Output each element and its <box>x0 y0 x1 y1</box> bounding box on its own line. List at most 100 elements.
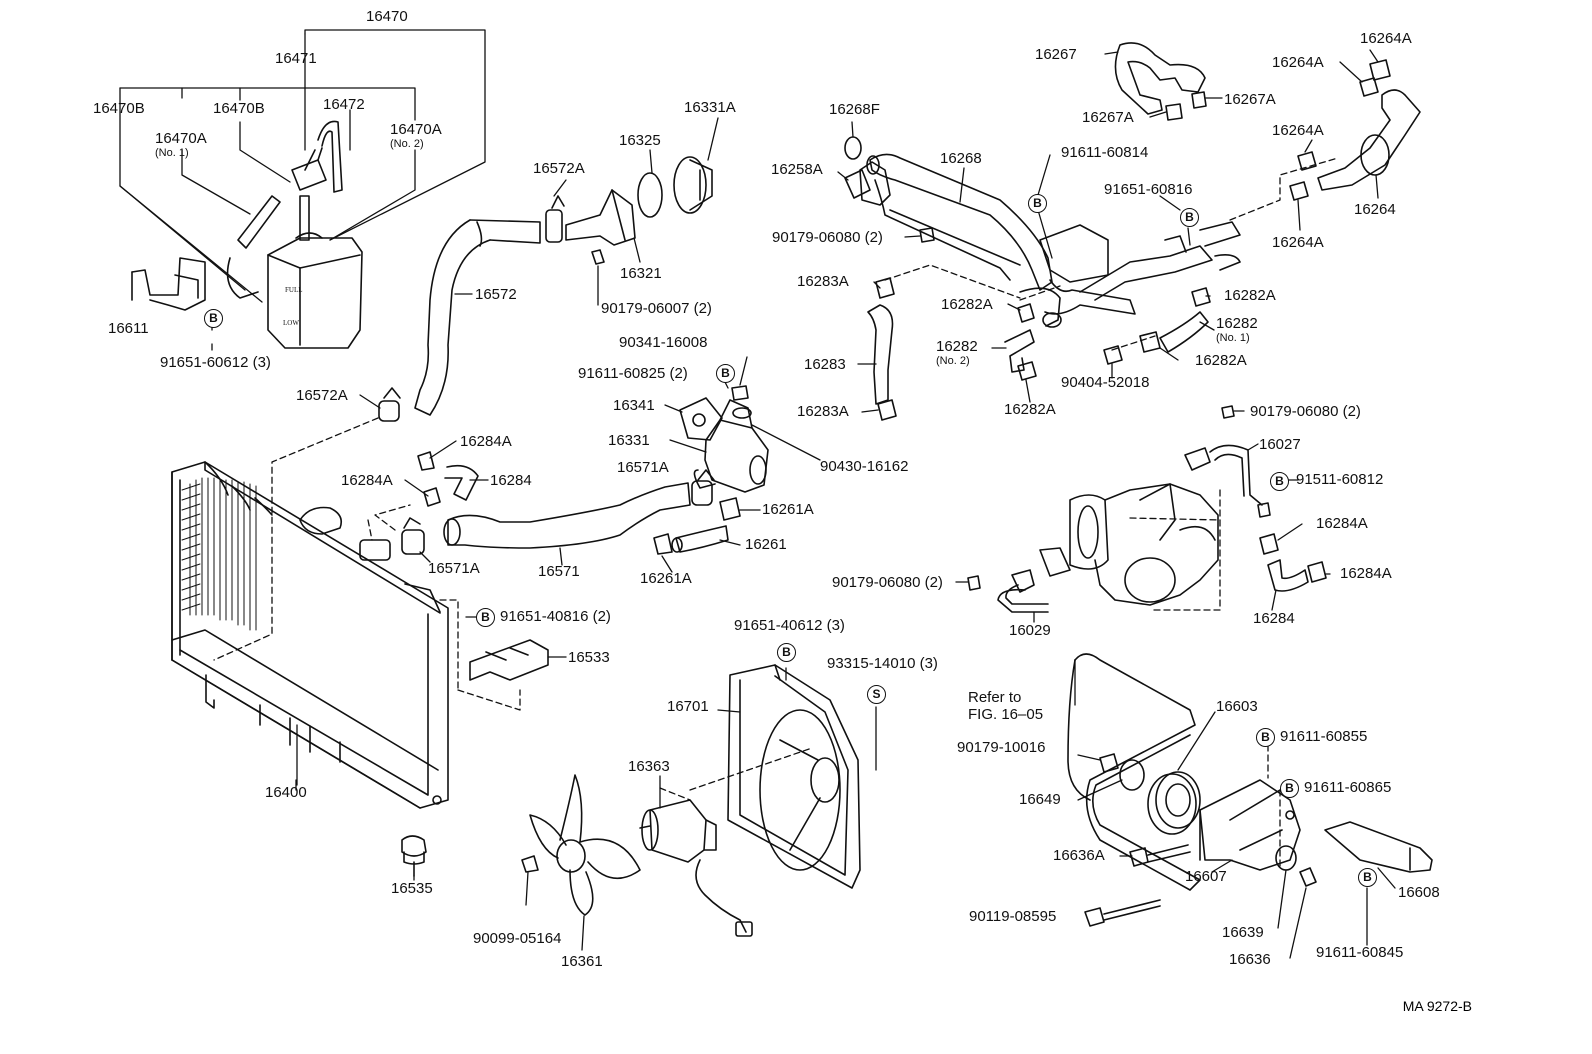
label-16470a-no2-sub: (No. 2) <box>390 138 424 150</box>
label-16283: 16283 <box>804 356 846 373</box>
label-16264a-4: 16264A <box>1272 234 1324 251</box>
label-16282a-c: 16282A <box>1195 352 1247 369</box>
label-16282a-d: 16282A <box>1004 401 1056 418</box>
label-16261: 16261 <box>745 536 787 553</box>
clamp-16267a-l <box>1165 103 1183 121</box>
hose-clamp-16572a-top <box>545 195 565 243</box>
gasket-16258a <box>844 169 871 199</box>
label-16471: 16471 <box>275 50 317 67</box>
b-badge-icon: B <box>716 364 735 383</box>
label-16470a-no2: 16470A <box>390 121 442 138</box>
gasket-16268f <box>844 136 862 160</box>
water-pipe-16268 <box>859 153 1053 291</box>
label-16608: 16608 <box>1398 884 1440 901</box>
svg-text:LOW: LOW <box>283 319 299 327</box>
label-16283a-bottom: 16283A <box>797 403 849 420</box>
heater-hose-16261 <box>671 525 729 553</box>
label-16470b-left: 16470B <box>93 100 145 117</box>
label-93315-14010: 93315-14010 (3) <box>827 655 938 672</box>
label-16636a: 16636A <box>1053 847 1105 864</box>
thermostat-16331a <box>673 156 713 214</box>
water-inlet-16331 <box>693 399 769 493</box>
label-16268f: 16268F <box>829 101 880 118</box>
radiator-bracket-16533 <box>469 639 549 681</box>
clamp-16284a-c <box>1259 533 1279 555</box>
nut-90341-16008 <box>731 385 749 401</box>
label-16267: 16267 <box>1035 46 1077 63</box>
clamp-16261a-top <box>719 497 741 521</box>
o-ring-90430-16162 <box>732 407 752 419</box>
radiator-mount-16535 <box>401 835 427 877</box>
bypass-hose-16284-left <box>444 464 479 501</box>
nut-90179-06080-a <box>919 227 935 243</box>
label-16264a-2: 16264A <box>1272 54 1324 71</box>
bolt-16636a <box>1129 844 1191 867</box>
label-91611-60855: 91611-60855 <box>1280 728 1368 745</box>
pipe-dashed-leaders <box>884 157 1339 351</box>
b-badge-icon: B <box>1180 208 1199 227</box>
label-16264: 16264 <box>1354 201 1396 218</box>
label-16611: 16611 <box>108 320 149 337</box>
label-90179-06080-a: 90179-06080 (2) <box>772 229 883 246</box>
gasket-16341 <box>679 397 723 441</box>
label-91651-60612: 91651-60612 (3) <box>160 354 271 371</box>
hose-16282-no1 <box>1159 311 1209 353</box>
clamp-16282a-d <box>1017 361 1037 381</box>
reservoir-bracket-16611 <box>131 257 206 311</box>
label-refer-to: Refer to <box>968 689 1022 706</box>
b-badge-icon: B <box>777 643 796 662</box>
label-91651-40816: 91651-40816 (2) <box>500 608 611 625</box>
label-91611-60865: 91611-60865 <box>1304 779 1392 796</box>
label-16264a-3: 16264A <box>1272 122 1324 139</box>
radiator-dashed-leaders <box>213 417 521 711</box>
pulley-16603 <box>1147 771 1201 835</box>
label-16572: 16572 <box>475 286 517 303</box>
reservoir-tank-16470: FULL LOW <box>267 195 363 349</box>
bracket-16607 <box>1199 779 1301 871</box>
washer-16649 <box>1119 759 1145 791</box>
label-16649: 16649 <box>1019 791 1061 808</box>
b-badge-icon: B <box>204 309 223 328</box>
clamp-16264a-2 <box>1359 77 1379 97</box>
clamp-16283a-bottom <box>877 399 897 421</box>
label-16027: 16027 <box>1259 436 1301 453</box>
figure-code: MA 9272-B <box>1402 998 1472 1014</box>
label-91651-60816: 91651-60816 <box>1104 181 1193 198</box>
label-16533: 16533 <box>568 649 610 666</box>
label-16264a-top: 16264A <box>1360 30 1412 47</box>
clamp-16267a-r <box>1191 91 1207 109</box>
label-90179-06007: 90179-06007 (2) <box>601 300 712 317</box>
label-16472: 16472 <box>323 96 365 113</box>
b-badge-icon: B <box>476 608 495 627</box>
label-91611-60825: 91611-60825 (2) <box>578 365 688 382</box>
clamp-16284a-a <box>417 451 435 471</box>
reservoir-hose-16470a <box>237 195 281 249</box>
label-16571a-bottom: 16571A <box>428 560 480 577</box>
label-16268: 16268 <box>940 150 982 167</box>
label-16331a: 16331A <box>684 99 736 116</box>
fan-shroud-16701 <box>727 664 861 889</box>
label-16029: 16029 <box>1009 622 1051 639</box>
leader-lines <box>295 49 1379 951</box>
label-16607: 16607 <box>1185 868 1227 885</box>
clamp-16284a-b <box>423 487 441 507</box>
hose-16264 <box>1317 89 1421 191</box>
label-90119-08595: 90119-08595 <box>969 908 1057 925</box>
gasket-16325 <box>637 172 663 218</box>
label-16267a-r: 16267A <box>1224 91 1276 108</box>
bypass-hose-16284-right <box>1267 559 1309 592</box>
label-16571a-top: 16571A <box>617 459 669 476</box>
label-16282-no1: 16282 <box>1216 315 1258 332</box>
label-16284a-a: 16284A <box>460 433 512 450</box>
s-badge-icon: S <box>867 685 886 704</box>
spacer-16639 <box>1275 845 1297 871</box>
label-91651-40612: 91651-40612 (3) <box>734 617 845 634</box>
label-90430-16162: 90430-16162 <box>820 458 909 475</box>
reservoir-leader-lines <box>119 29 486 351</box>
clamp-16282a-a <box>1017 303 1035 323</box>
label-16282a-a: 16282A <box>941 296 993 313</box>
label-16282-no1-sub: (No. 1) <box>1216 332 1250 344</box>
label-91611-60845: 91611-60845 <box>1316 944 1404 961</box>
clamp-16264a-4 <box>1289 181 1309 201</box>
